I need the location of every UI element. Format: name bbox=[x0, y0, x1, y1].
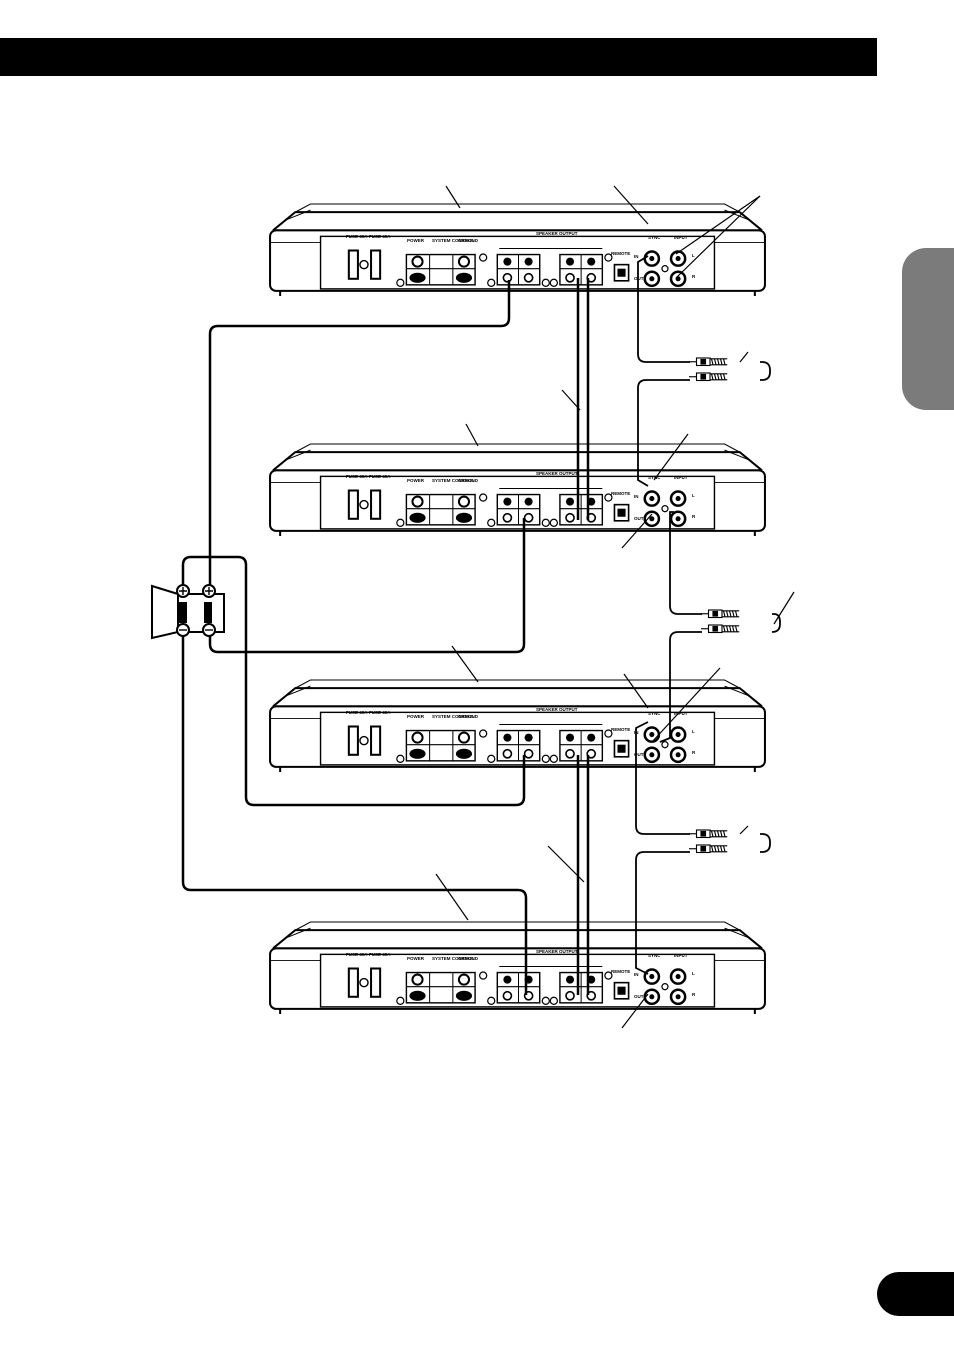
remote-label: REMOTE bbox=[611, 251, 630, 256]
fuse-label: FUSE 40A bbox=[346, 710, 368, 715]
amplifier-3-labels: FUSE 40A FUSE 40A POWER SYSTEM CONTROL G… bbox=[346, 707, 696, 757]
fuse-label: FUSE 40A bbox=[369, 952, 391, 957]
rca-plug-pair-3 bbox=[688, 829, 728, 854]
power-label: POWER bbox=[407, 238, 425, 243]
amplifier-4-labels: FUSE 40A FUSE 40A POWER SYSTEM CONTROL G… bbox=[346, 949, 696, 999]
system-control-label: SYSTEM CONTROL bbox=[432, 238, 474, 243]
l-label: L bbox=[692, 971, 695, 976]
out-label: OUT bbox=[634, 994, 644, 999]
fuse-label: FUSE 40A bbox=[369, 234, 391, 239]
input-label: INPUT bbox=[674, 475, 688, 480]
fuse-label: FUSE 40A bbox=[346, 952, 368, 957]
system-control-label: SYSTEM CONTROL bbox=[432, 714, 474, 719]
ground-label: GROUND bbox=[458, 478, 479, 483]
power-label: POWER bbox=[407, 478, 425, 483]
amplifier-2-labels: FUSE 40A FUSE 40A POWER SYSTEM CONTROL G… bbox=[346, 471, 696, 521]
fuse-label: FUSE 40A bbox=[369, 710, 391, 715]
remote-label: REMOTE bbox=[611, 727, 630, 732]
side-tab bbox=[902, 248, 954, 410]
l-label: L bbox=[692, 493, 695, 498]
power-label: POWER bbox=[407, 956, 425, 961]
r-label: R bbox=[692, 274, 696, 279]
system-control-label: SYSTEM CONTROL bbox=[432, 956, 474, 961]
speaker-output-label: SPEAKER OUTPUT bbox=[536, 949, 578, 954]
input-label: INPUT bbox=[674, 235, 688, 240]
sync-label: SYNC bbox=[648, 475, 661, 480]
rca-plug-pair-2 bbox=[700, 609, 740, 634]
l-label: L bbox=[692, 253, 695, 258]
sync-label: SYNC bbox=[648, 711, 661, 716]
page-number-badge bbox=[877, 1272, 954, 1316]
sync-label: SYNC bbox=[648, 953, 661, 958]
r-label: R bbox=[692, 750, 696, 755]
input-label: INPUT bbox=[674, 953, 688, 958]
ground-label: GROUND bbox=[458, 714, 479, 719]
fuse-label: FUSE 40A bbox=[346, 234, 368, 239]
speaker-output-label: SPEAKER OUTPUT bbox=[536, 471, 578, 476]
out-label: OUT bbox=[634, 516, 644, 521]
amplifier-1 bbox=[268, 202, 767, 298]
out-label: OUT bbox=[634, 752, 644, 757]
in-label: IN bbox=[634, 972, 639, 977]
ground-label: GROUND bbox=[458, 956, 479, 961]
header-bar bbox=[0, 38, 877, 76]
amplifier-2 bbox=[268, 442, 767, 538]
sync-cables bbox=[635, 255, 781, 975]
input-label: INPUT bbox=[674, 711, 688, 716]
in-label: IN bbox=[634, 494, 639, 499]
system-control-label: SYSTEM CONTROL bbox=[432, 478, 474, 483]
speaker-output-label: SPEAKER OUTPUT bbox=[536, 707, 578, 712]
power-label: POWER bbox=[407, 714, 425, 719]
amplifier-4 bbox=[268, 920, 767, 1016]
r-label: R bbox=[692, 992, 696, 997]
in-label: IN bbox=[634, 254, 639, 259]
remote-label: REMOTE bbox=[611, 969, 630, 974]
fuse-label: FUSE 40A bbox=[346, 474, 368, 479]
speaker bbox=[151, 584, 225, 640]
rca-plug-pair-1 bbox=[688, 357, 728, 382]
leader-lines bbox=[435, 185, 795, 1029]
r-label: R bbox=[692, 514, 696, 519]
l-label: L bbox=[692, 729, 695, 734]
ground-label: GROUND bbox=[458, 238, 479, 243]
speaker-wires bbox=[181, 278, 590, 995]
speaker-output-label: SPEAKER OUTPUT bbox=[536, 231, 578, 236]
remote-label: REMOTE bbox=[611, 491, 630, 496]
amplifier-3 bbox=[268, 678, 767, 774]
sync-label: SYNC bbox=[648, 235, 661, 240]
fuse-label: FUSE 40A bbox=[369, 474, 391, 479]
